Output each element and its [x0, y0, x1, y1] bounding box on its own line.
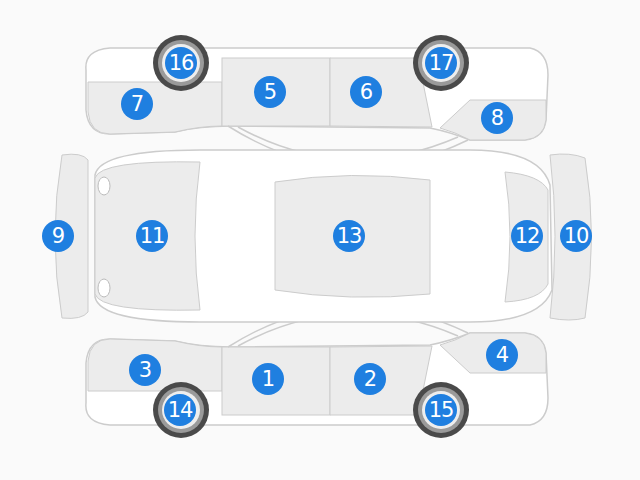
callout-circle: 14 [164, 394, 196, 426]
callout-number: 17 [429, 53, 454, 74]
callout-number: 12 [515, 226, 540, 247]
callout-circle: 6 [350, 76, 382, 108]
callout-circle: 9 [42, 220, 74, 252]
callout-number: 7 [131, 94, 143, 115]
callout-circle: 5 [254, 76, 286, 108]
callout-circle: 15 [425, 394, 457, 426]
callout-number: 9 [52, 226, 64, 247]
callout-number: 1 [262, 369, 274, 390]
callout-circle: 13 [333, 220, 365, 252]
callout-number: 4 [496, 345, 508, 366]
callout-number: 13 [337, 226, 362, 247]
callout-number: 8 [491, 108, 503, 129]
callout-circle: 4 [486, 339, 518, 371]
callout-number: 14 [168, 400, 193, 421]
callout-circle: 2 [354, 363, 386, 395]
callout-circle: 16 [165, 47, 197, 79]
callout-circle: 10 [560, 220, 592, 252]
callout-circle: 12 [511, 220, 543, 252]
callout-circle: 1 [252, 363, 284, 395]
callout-circle: 3 [129, 354, 161, 386]
callout-circle: 8 [481, 102, 513, 134]
callout-number: 2 [364, 369, 376, 390]
callout-circle: 17 [425, 47, 457, 79]
callout-number: 11 [140, 226, 165, 247]
callout-number: 10 [564, 226, 589, 247]
callout-circle: 7 [121, 88, 153, 120]
callout-circle: 11 [136, 220, 168, 252]
callout-number: 5 [264, 82, 276, 103]
callout-number: 6 [360, 82, 372, 103]
callout-number: 15 [429, 400, 454, 421]
callout-number: 16 [169, 53, 194, 74]
callout-number: 3 [139, 360, 151, 381]
